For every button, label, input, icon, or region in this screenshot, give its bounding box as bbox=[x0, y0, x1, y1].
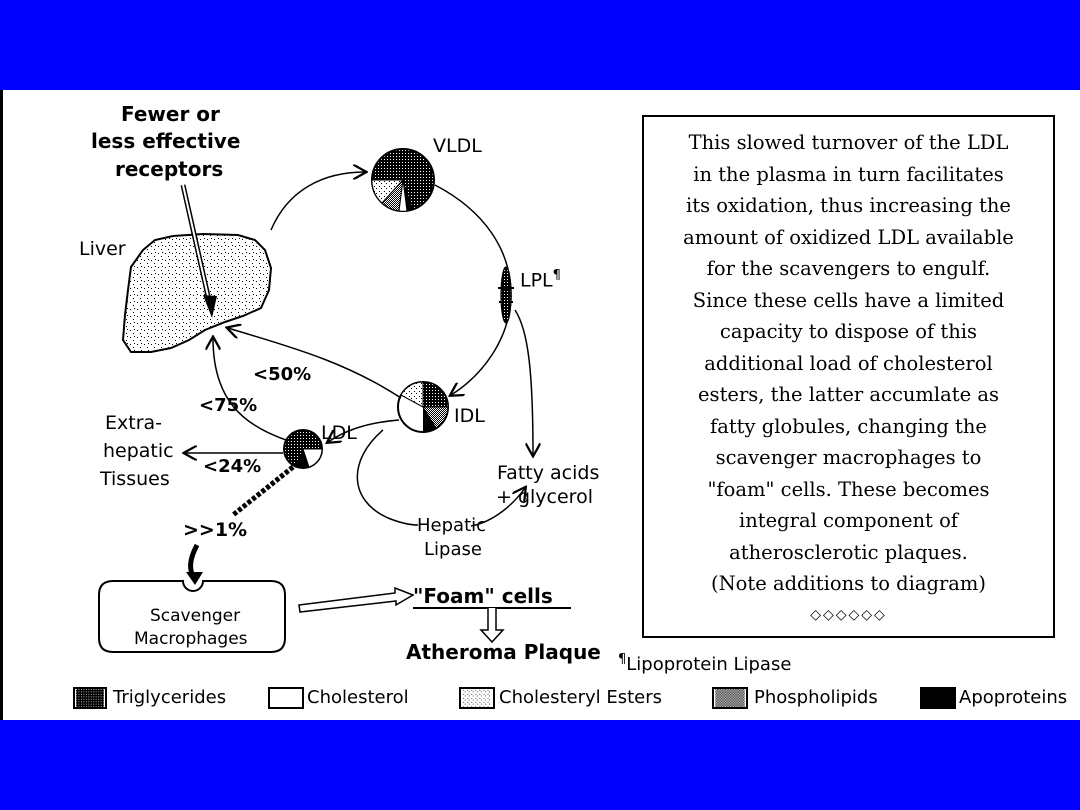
note-line: "foam" cells. These becomes bbox=[644, 474, 1053, 506]
fatty-acids-label-2: + glycerol bbox=[496, 486, 593, 508]
hepatic-lipase-label-2: Lipase bbox=[424, 539, 482, 560]
legend-label-apoproteins: Apoproteins bbox=[959, 687, 1067, 708]
note-line: its oxidation, thus increasing the bbox=[644, 190, 1053, 222]
extra-hepatic-label-3: Tissues bbox=[100, 468, 170, 490]
idl-label: IDL bbox=[454, 405, 485, 427]
note-line: in the plasma in turn facilitates bbox=[644, 159, 1053, 191]
scavenger-label-1: Scavenger bbox=[150, 606, 240, 626]
ldl-label: LDL bbox=[321, 422, 357, 444]
note-line: scavenger macrophages to bbox=[644, 442, 1053, 474]
note-line: capacity to dispose of this bbox=[644, 316, 1053, 348]
receptor-label-2: less effective bbox=[91, 129, 240, 153]
pct-1-label: >>1% bbox=[183, 519, 247, 541]
note-line: atherosclerotic plaques. bbox=[644, 537, 1053, 569]
foam-cells-label: "Foam" cells bbox=[413, 584, 553, 608]
footnote-label: ¶Lipoprotein Lipase bbox=[618, 652, 791, 675]
slide-panel: Fewer or less effective receptors Liver … bbox=[0, 90, 1080, 720]
note-line: integral component of bbox=[644, 505, 1053, 537]
note-line: for the scavengers to engulf. bbox=[644, 253, 1053, 285]
hepatic-lipase-label-1: Hepatic bbox=[417, 515, 486, 536]
explanation-box: This slowed turnover of the LDL in the p… bbox=[642, 115, 1055, 638]
note-ornament: ◇◇◇◇◇◇ bbox=[644, 600, 1053, 632]
lpl-enzyme bbox=[498, 267, 514, 323]
legend-label-triglycerides: Triglycerides bbox=[113, 687, 226, 708]
legend-label-cholesteryl-esters: Cholesteryl Esters bbox=[499, 687, 662, 708]
liver-label: Liver bbox=[79, 238, 126, 260]
note-line: (Note additions to diagram) bbox=[644, 568, 1053, 600]
legend-swatch-cholesterol bbox=[268, 687, 304, 709]
lpl-label: LPL¶ bbox=[520, 268, 561, 291]
note-line: Since these cells have a limited bbox=[644, 285, 1053, 317]
receptor-label-3: receptors bbox=[115, 157, 223, 181]
note-line: fatty globules, changing the bbox=[644, 411, 1053, 443]
vldl-particle bbox=[372, 149, 434, 211]
legend-label-phospholipids: Phospholipids bbox=[754, 687, 878, 708]
note-line: amount of oxidized LDL available bbox=[644, 222, 1053, 254]
note-line: esters, the latter accumlate as bbox=[644, 379, 1053, 411]
pct-50-label: <50% bbox=[253, 364, 311, 385]
fatty-acids-label-1: Fatty acids bbox=[497, 462, 599, 484]
idl-particle bbox=[398, 382, 448, 432]
legend-label-cholesterol: Cholesterol bbox=[307, 687, 409, 708]
atheroma-label: Atheroma Plaque bbox=[406, 640, 601, 664]
ldl-particle bbox=[284, 430, 322, 468]
vldl-label: VLDL bbox=[433, 135, 482, 157]
extra-hepatic-label-1: Extra- bbox=[105, 412, 162, 434]
legend-swatch-cholesteryl-esters bbox=[459, 687, 495, 709]
receptor-label-1: Fewer or bbox=[121, 102, 220, 126]
legend-swatch-apoproteins bbox=[920, 687, 956, 709]
legend-swatch-triglycerides bbox=[73, 687, 107, 709]
legend-swatch-phospholipids bbox=[712, 687, 748, 709]
scavenger-label-2: Macrophages bbox=[134, 629, 248, 649]
pct-24-label: <24% bbox=[203, 456, 261, 477]
note-line: This slowed turnover of the LDL bbox=[644, 127, 1053, 159]
extra-hepatic-label-2: hepatic bbox=[103, 440, 174, 462]
pct-75-label: <75% bbox=[199, 395, 257, 416]
note-line: additional load of cholesterol bbox=[644, 348, 1053, 380]
